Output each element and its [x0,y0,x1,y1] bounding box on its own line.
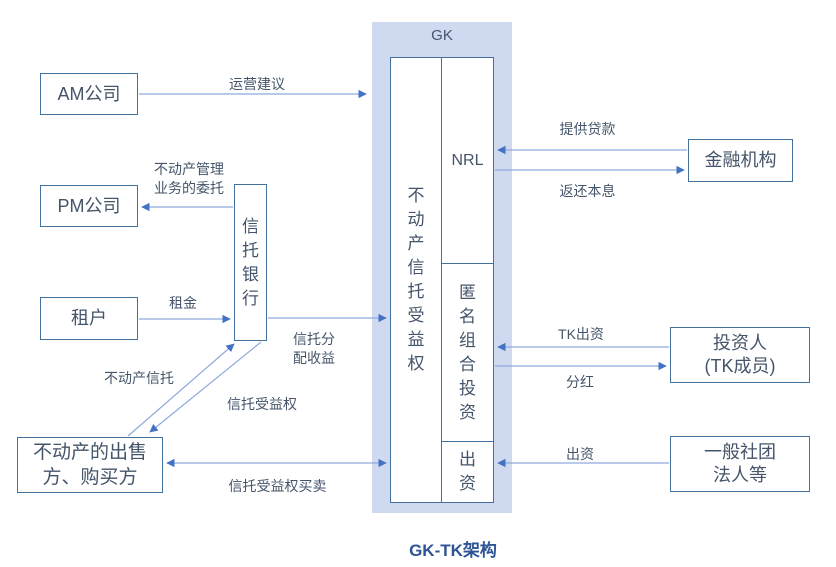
label-trust-distribution: 信托分 配收益 [293,331,335,366]
label-trust-benefit-trade: 信托受益权买卖 [228,478,327,494]
label-operation-advice: 运营建议 [229,76,285,92]
investor-box: 投资人 (TK成员) [670,327,810,383]
contribution-box: 出资 [441,441,494,503]
label-contribution: 出资 [566,446,594,462]
label-pm-delegation: 不动产管理 业务的委托 [154,161,224,196]
trust-benefit-right-box: 不动产信托受益权 [390,57,442,503]
label-tk-investment: TK出资 [558,326,604,342]
arrow-bank-to-seller [149,341,262,433]
gk-label: GK [431,27,453,44]
pm-company-box: PM公司 [40,185,138,227]
am-company-box: AM公司 [40,73,138,115]
trust-bank-box: 信托银行 [234,184,267,341]
nrl-box: NRL [441,57,494,264]
arrow-seller-to-bank [127,343,235,437]
label-rent: 租金 [169,295,197,311]
financial-institution-box: 金融机构 [688,139,793,182]
label-real-estate-trust: 不动产信托 [104,370,174,386]
label-repay-principal-interest: 返还本息 [559,183,616,199]
tenant-box: 租户 [40,297,138,340]
anonymous-partnership-box: 匿名组合投资 [441,263,494,442]
diagram-caption: GK-TK架构 [409,541,497,560]
label-provide-loan: 提供贷款 [559,121,616,137]
association-box: 一般社团 法人等 [670,436,810,492]
label-dividend: 分红 [566,374,594,390]
seller-buyer-box: 不动产的出售 方、购买方 [17,437,163,493]
label-trust-benefit-right: 信托受益权 [227,396,297,412]
